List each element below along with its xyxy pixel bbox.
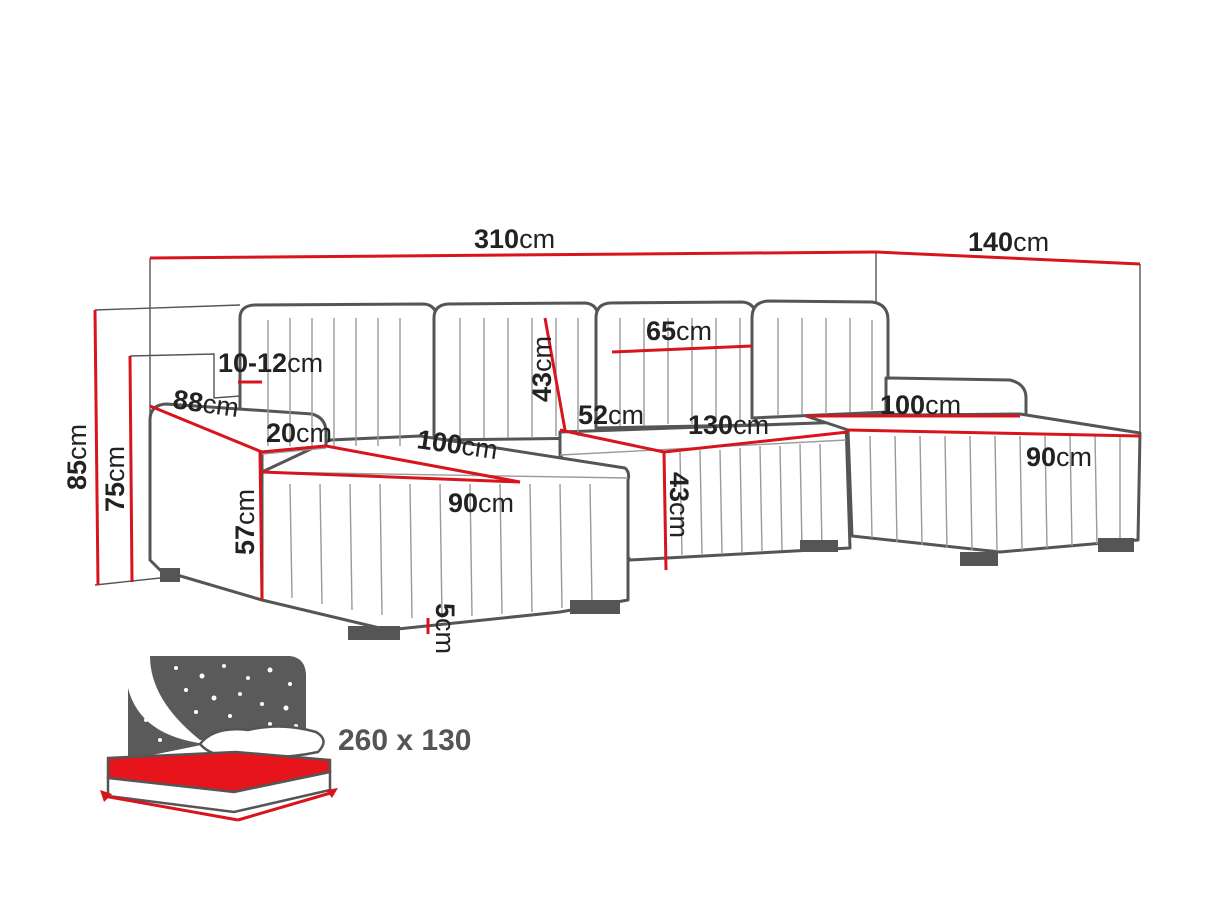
label-90-left: 90cm (448, 488, 514, 518)
label-140: 140cm (968, 227, 1049, 257)
right-armrest (884, 376, 1028, 422)
label-130: 130cm (688, 410, 769, 440)
night-sky-icon (150, 656, 306, 740)
label-65: 65cm (646, 316, 712, 346)
dim-100-left (325, 444, 521, 484)
dim-65 (611, 344, 753, 354)
dim-88 (149, 404, 263, 454)
label-52: 52cm (578, 400, 644, 430)
dim-20 (261, 444, 327, 454)
label-10-12: 10-12cm (218, 348, 323, 378)
dimension-labels: 310cm 140cm 85cm 75cm 10-12cm 88cm 20cm … (62, 224, 1092, 654)
dim-57 (258, 451, 264, 601)
label-57: 57cm (230, 489, 260, 555)
label-43-seat: 43cm (664, 472, 694, 538)
dim-85 (93, 309, 100, 586)
back-cushion-2 (432, 301, 600, 442)
back-cushion-4 (750, 299, 890, 420)
bed-length-arrow (103, 794, 239, 822)
sofa-illustration (148, 299, 1142, 640)
dim-90-right (847, 428, 1141, 438)
dim-130 (663, 430, 849, 454)
dimension-lines (93, 250, 1141, 634)
bed-size-label: 260 x 130 (338, 724, 471, 757)
label-90-right: 90cm (1026, 442, 1092, 472)
right-chaise (804, 412, 1142, 554)
label-20: 20cm (266, 418, 332, 448)
label-100-right: 100cm (880, 390, 961, 420)
left-chaise (260, 434, 631, 632)
dim-75 (128, 355, 134, 583)
stars-icon (144, 664, 298, 742)
dim-43-seat (662, 451, 668, 571)
bed-function-icon: 260 x 130 (100, 656, 471, 822)
bed-width-arrow (237, 790, 335, 822)
middle-seat (558, 420, 852, 562)
dim-90-left (261, 470, 521, 484)
label-85: 85cm (62, 424, 92, 490)
dim-140 (875, 250, 1141, 266)
label-43-back: 43cm (527, 336, 557, 402)
moon-curve-icon (128, 688, 206, 760)
dim-43-back (543, 317, 567, 431)
label-75: 75cm (100, 446, 130, 512)
label-88: 88cm (171, 384, 241, 423)
label-5: 5cm (430, 603, 460, 654)
dim-52 (559, 428, 665, 454)
label-100-left: 100cm (415, 424, 499, 465)
label-310: 310cm (474, 224, 555, 254)
sofa-legs (160, 538, 1134, 640)
dim-310 (149, 250, 877, 260)
